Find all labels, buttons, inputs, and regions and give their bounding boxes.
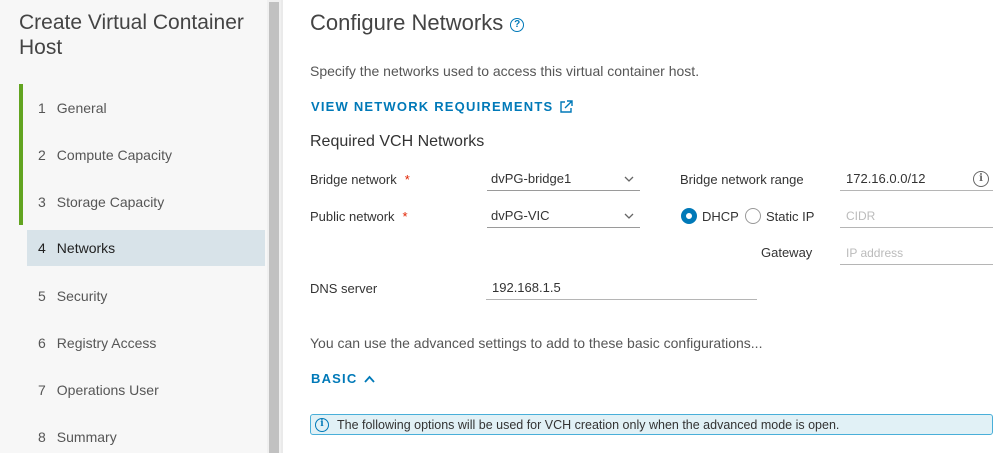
radio-selected-icon (681, 208, 697, 224)
radio-unselected-icon (745, 208, 761, 224)
step-registry-access[interactable]: 6 Registry Access (19, 319, 267, 366)
static-ip-radio[interactable]: Static IP (745, 208, 814, 224)
wizard-title: Create Virtual Container Host (19, 11, 244, 59)
bridge-network-label-text: Bridge network (310, 172, 397, 187)
scrollbar-thumb[interactable] (269, 2, 279, 453)
step-compute-capacity[interactable]: 2 Compute Capacity (19, 131, 267, 178)
info-alert: i The following options will be used for… (310, 414, 993, 435)
dns-server-value: 192.168.1.5 (492, 280, 561, 295)
chevron-up-icon (364, 375, 376, 383)
required-marker: * (404, 172, 410, 187)
help-icon[interactable]: ? (510, 17, 525, 32)
step-label: Registry Access (56, 334, 157, 351)
main-content: Configure Networks ? Specify the network… (310, 0, 1000, 453)
gateway-label: Gateway (761, 245, 813, 260)
wizard-steps: 1 General 2 Compute Capacity 3 Storage C… (19, 84, 267, 453)
dns-server-label: DNS server (310, 281, 378, 296)
required-marker: * (402, 209, 408, 224)
step-security[interactable]: 5 Security (19, 272, 267, 319)
view-network-requirements-link[interactable]: VIEW NETWORK REQUIREMENTS (311, 99, 574, 114)
basic-toggle[interactable]: BASIC (311, 371, 376, 386)
page-title: Configure Networks ? (310, 10, 525, 36)
bridge-range-label: Bridge network range (680, 172, 804, 187)
step-number: 8 (38, 428, 46, 445)
step-number: 1 (38, 99, 46, 116)
link-label: VIEW NETWORK REQUIREMENTS (311, 99, 554, 114)
step-number: 4 (38, 240, 46, 256)
step-label: General (56, 99, 107, 116)
chevron-down-icon (624, 213, 634, 219)
step-general[interactable]: 1 General (19, 84, 267, 131)
bridge-network-select[interactable]: dvPG-bridge1 (487, 167, 640, 191)
sidebar-scrollbar[interactable] (267, 0, 281, 453)
basic-toggle-label: BASIC (311, 371, 358, 386)
panel-divider (281, 0, 283, 453)
step-number: 6 (38, 334, 46, 351)
step-number: 7 (38, 381, 46, 398)
step-storage-capacity[interactable]: 3 Storage Capacity (19, 178, 267, 225)
step-label: Security (56, 287, 108, 304)
step-label: Operations User (56, 381, 159, 398)
bridge-range-value: 172.16.0.0/12 (846, 171, 926, 186)
cidr-placeholder: CIDR (846, 209, 876, 223)
bridge-range-input[interactable]: 172.16.0.0/12 i (840, 167, 993, 191)
step-number: 2 (38, 146, 46, 163)
cidr-input[interactable]: CIDR (840, 204, 993, 228)
section-title: Required VCH Networks (310, 133, 485, 150)
gateway-placeholder: IP address (846, 246, 904, 260)
step-summary[interactable]: 8 Summary (19, 413, 267, 453)
dhcp-radio[interactable]: DHCP (681, 208, 739, 224)
static-ip-label: Static IP (766, 208, 815, 224)
public-network-value: dvPG-VIC (491, 208, 550, 223)
step-number: 3 (38, 193, 46, 210)
page-title-text: Configure Networks (310, 10, 504, 35)
gateway-input[interactable]: IP address (840, 241, 993, 265)
step-label: Networks (56, 240, 116, 256)
public-network-label-text: Public network (310, 209, 395, 224)
chevron-down-icon (624, 176, 634, 182)
public-network-select[interactable]: dvPG-VIC (487, 204, 640, 228)
step-label: Compute Capacity (56, 146, 172, 163)
step-label: Storage Capacity (56, 193, 165, 210)
public-network-label: Public network * (310, 209, 408, 224)
step-networks[interactable]: 4 Networks (27, 230, 265, 266)
step-label: Summary (56, 428, 117, 445)
step-number: 5 (38, 287, 46, 304)
advanced-settings-text: You can use the advanced settings to add… (310, 335, 763, 351)
bridge-network-value: dvPG-bridge1 (491, 171, 572, 186)
dns-server-input[interactable]: 192.168.1.5 (486, 276, 757, 300)
dhcp-label: DHCP (702, 208, 739, 224)
page-description: Specify the networks used to access this… (310, 63, 700, 79)
info-icon: i (315, 417, 329, 432)
external-link-icon (560, 99, 574, 113)
step-operations-user[interactable]: 7 Operations User (19, 366, 267, 413)
info-icon[interactable]: i (973, 171, 989, 187)
alert-text: The following options will be used for V… (337, 417, 840, 432)
wizard-sidebar: Create Virtual Container Host 1 General … (0, 0, 267, 453)
bridge-network-label: Bridge network * (310, 172, 410, 187)
